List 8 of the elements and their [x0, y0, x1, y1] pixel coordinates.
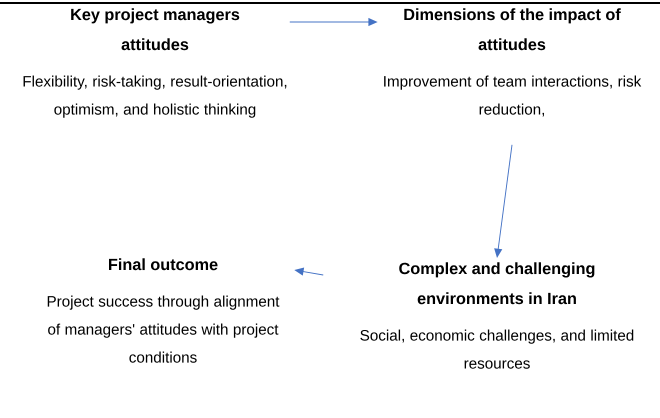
- node-heading: Dimensions of the impact of attitudes: [404, 8, 621, 50]
- node-heading: Complex and challenging environments in Iran: [399, 262, 594, 304]
- node-heading: Key project managers attitudes: [71, 8, 240, 50]
- node-description: Social, economic challenges, and limited resources: [360, 330, 634, 369]
- node-heading: Final outcome: [109, 258, 218, 270]
- node-description: Flexibility, risk-taking, result-orientation, optimism, and holistic thinking: [24, 76, 286, 118]
- node-description: Improvement of team interactions, risk reduction,: [384, 76, 642, 116]
- node-description: Project success through alignment of managers' attitudes with project conditions: [48, 296, 280, 363]
